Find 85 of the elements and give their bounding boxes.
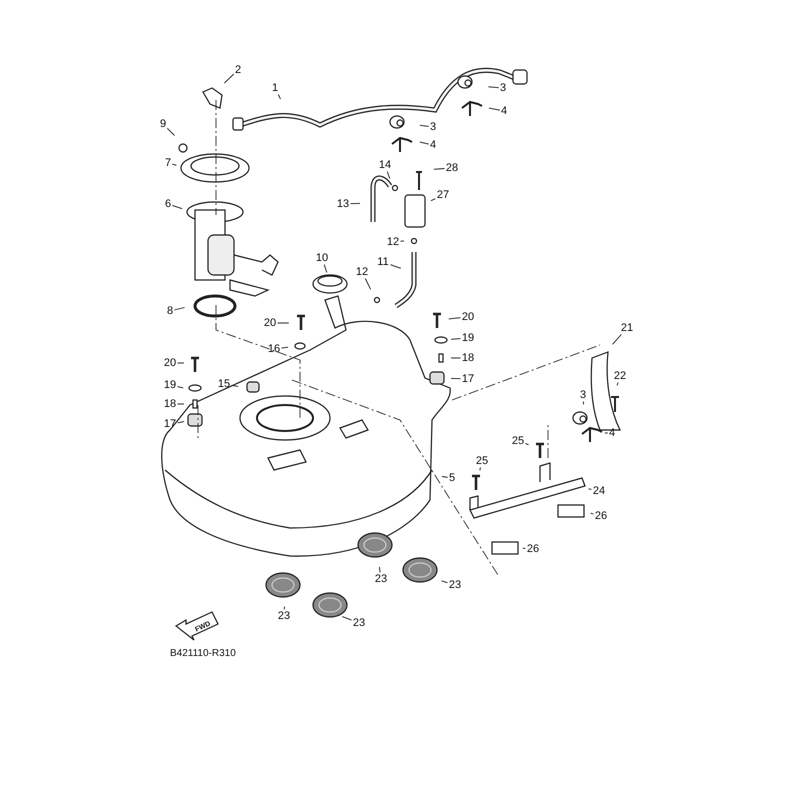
leader-line [177,421,185,424]
callout-number: 25 [512,435,524,447]
callout-number: 17 [164,418,176,430]
callout-number: 12 [356,266,368,278]
leader-line [441,476,448,478]
leader-line [450,338,461,340]
leader-line [172,204,183,210]
leader-line [450,378,461,380]
leader-line [590,512,594,514]
leader-line [177,362,184,364]
callout-number: 6 [164,198,172,210]
callout-number: 28 [446,162,458,174]
callout-number: 18 [164,398,176,410]
leader-line [433,168,445,170]
leader-line [604,432,608,434]
leader-line [277,322,290,324]
callout-number: 5 [448,472,456,484]
callout-number: 23 [278,610,290,622]
leader-line [400,240,404,242]
callout-number: 12 [386,236,400,248]
callout-number: 3 [580,389,586,401]
callout-number: 21 [620,322,634,334]
callout-number: 20 [164,357,176,369]
callout-number: 25 [476,455,488,467]
leader-line [588,488,592,490]
leader-line [378,566,381,573]
callout-number: 4 [608,427,616,439]
leader-line [430,198,436,202]
leader-line [342,616,352,621]
callout-number: 13 [336,198,350,210]
leader-line [479,467,481,471]
callout-number: 3 [500,82,506,94]
callout-number: 4 [500,105,508,117]
leader-line [364,278,372,290]
leader-line [166,128,176,136]
callout-number: 18 [462,352,474,364]
leader-line [616,382,618,386]
callout-number: 17 [462,373,474,385]
callout-number: 15 [218,378,230,390]
leader-line [522,548,526,549]
callout-number: 16 [268,343,280,355]
callout-number: 27 [436,189,450,201]
callout-number: 10 [316,252,328,264]
callout-number: 11 [377,256,389,268]
leader-line [525,443,530,446]
leader-line [177,386,184,388]
callout-number: 3 [430,121,436,133]
callout-number: 20 [462,311,474,323]
callout-number: 23 [352,617,366,629]
callout-number: 24 [592,485,606,497]
leader-line [488,108,500,111]
leader-line [441,580,448,584]
callout-number: 7 [164,157,172,169]
callout-number: 2 [234,64,242,76]
callout-number: 23 [448,579,462,591]
leader-line [281,346,289,349]
leader-line [419,142,430,145]
callout-number: 26 [594,510,608,522]
callout-number: 9 [160,118,166,130]
callout-number: 19 [164,379,176,391]
leader-line [174,307,186,310]
callout-number: 8 [166,305,174,317]
callout-number: 14 [378,159,392,171]
leader-line [278,94,281,100]
leader-line [172,164,177,166]
leader-line [231,384,239,387]
leader-line [448,317,461,320]
leader-line [386,171,390,180]
callout-number: 1 [272,82,278,94]
callout-number: 20 [264,317,276,329]
leader-line [488,86,500,88]
leader-line [582,401,584,405]
leader-line [419,124,430,127]
leader-line [350,202,360,204]
callout-number: 23 [374,573,388,585]
leader-line [612,334,622,345]
leader-line [390,264,402,269]
diagram-code: B421110-R310 [170,648,236,659]
leader-line [324,264,328,273]
leader-line [284,606,285,610]
callout-number: 19 [462,332,474,344]
callout-number: 4 [430,139,436,151]
callout-number: 22 [614,370,626,382]
leader-line [224,74,234,84]
callout-number: 26 [526,543,540,555]
